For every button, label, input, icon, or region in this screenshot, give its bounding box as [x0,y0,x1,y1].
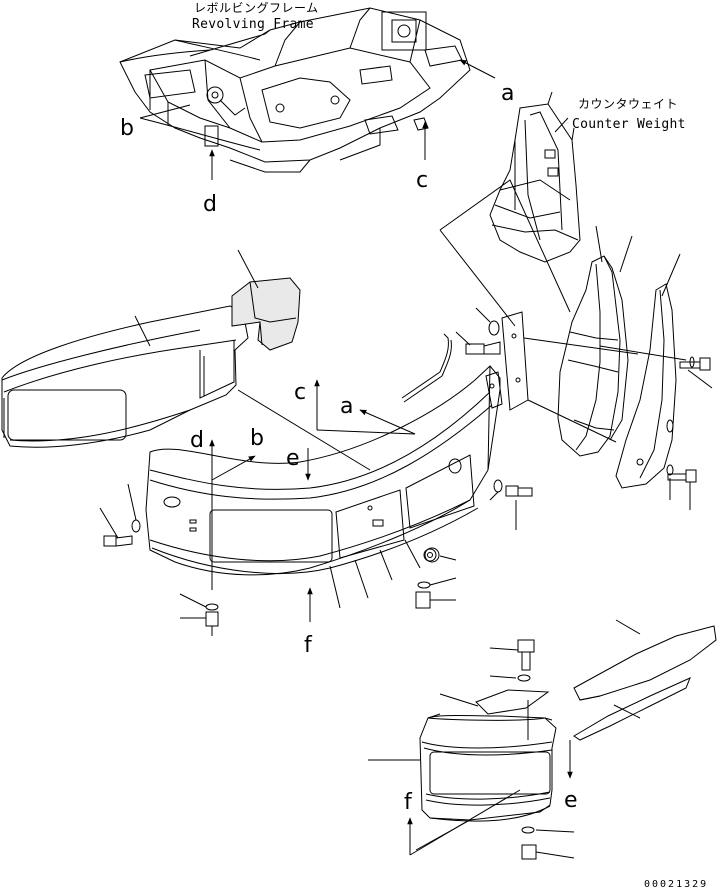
corner-weight-detail [420,714,556,821]
callout-d-top: d [203,192,217,217]
mounting-bracket [486,312,528,410]
revolving-frame-label-en: Revolving Frame [192,17,314,32]
counter-weight-label-en: Counter Weight [572,117,686,132]
counter-weight-label-jp: カウンタウェイト [578,97,679,111]
revolving-frame [120,8,470,172]
lifting-pin [402,334,451,402]
callout-a-mid: a [340,394,354,419]
bolts-main-left [100,484,140,546]
drawing-number: 00021329 [644,879,709,890]
callout-c-mid: c [294,380,307,405]
cover-plate-small [476,690,548,714]
revolving-frame-label-jp: レボルビングフレーム [194,1,319,15]
callout-c-top: c [416,168,429,193]
callout-b-mid: b [250,426,264,451]
counterweight-left [2,250,300,447]
callout-e-mid: e [286,446,300,471]
strip-plate [574,678,690,740]
cover-plate-long [574,626,716,700]
callout-f-mid: f [304,633,312,658]
bolts-bracket [456,308,500,354]
bolts-main-bottom [180,548,456,636]
bolts-main-right [490,480,532,530]
side-cover-inner [558,226,632,456]
callout-e-bot: e [564,788,578,813]
callout-b-top: b [120,116,134,141]
bolts-side [667,357,712,510]
side-cover-outer [616,254,680,488]
counterweight-main [146,366,500,575]
callout-a-top: a [501,81,515,106]
counter-weight-detail [490,92,580,262]
bolts-bottom-detail [440,620,640,859]
callout-d-mid: d [190,428,204,453]
callout-f-bot: f [404,790,412,815]
